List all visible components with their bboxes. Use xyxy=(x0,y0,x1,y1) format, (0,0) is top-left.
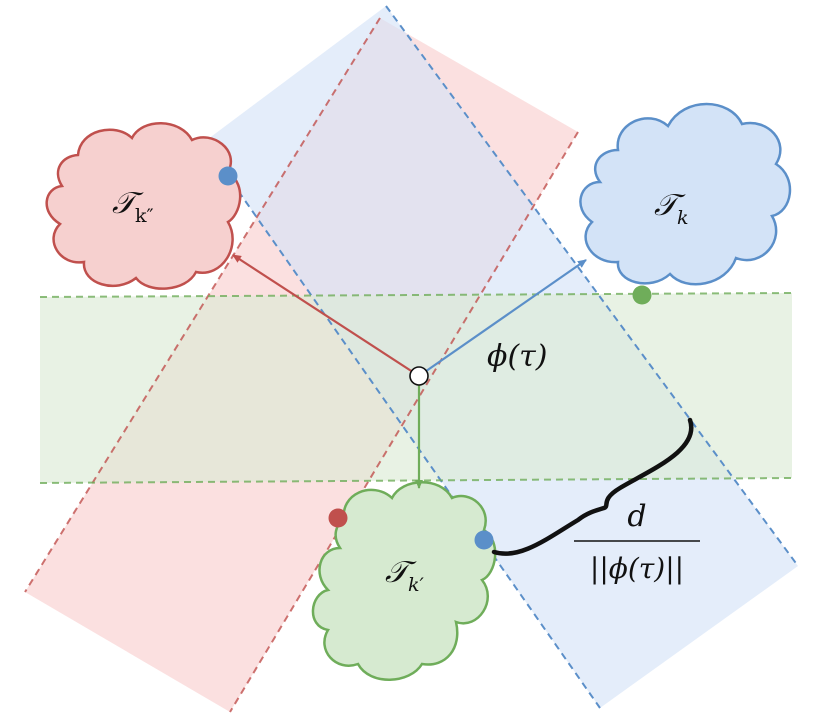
cloud-red xyxy=(45,122,242,290)
arrow-phi-to-blue-cluster xyxy=(418,259,587,377)
blue-boundary-dot-green-cluster xyxy=(474,530,494,550)
arrow-to-red-cluster xyxy=(232,254,420,377)
green-boundary-dot-blue-cluster xyxy=(632,285,652,305)
green-band-edge-top xyxy=(39,292,793,298)
label-distance-denominator: ||ϕ(τ)|| xyxy=(590,552,684,585)
label-phi-tau: ϕ(τ) xyxy=(487,339,547,374)
cloud-blue xyxy=(579,102,792,286)
distance-brace xyxy=(491,417,694,556)
red-boundary-dot-green-cluster xyxy=(328,508,348,528)
blue-band-edge-top xyxy=(385,5,799,567)
red-band-edge-left xyxy=(24,17,381,593)
red-band-edge-right xyxy=(229,131,579,713)
origin-point xyxy=(409,366,429,386)
cloud-green xyxy=(311,481,497,681)
blue-boundary-dot-red-cluster xyxy=(218,166,238,186)
label-distance-numerator: d xyxy=(627,499,646,534)
green-band xyxy=(40,293,792,483)
